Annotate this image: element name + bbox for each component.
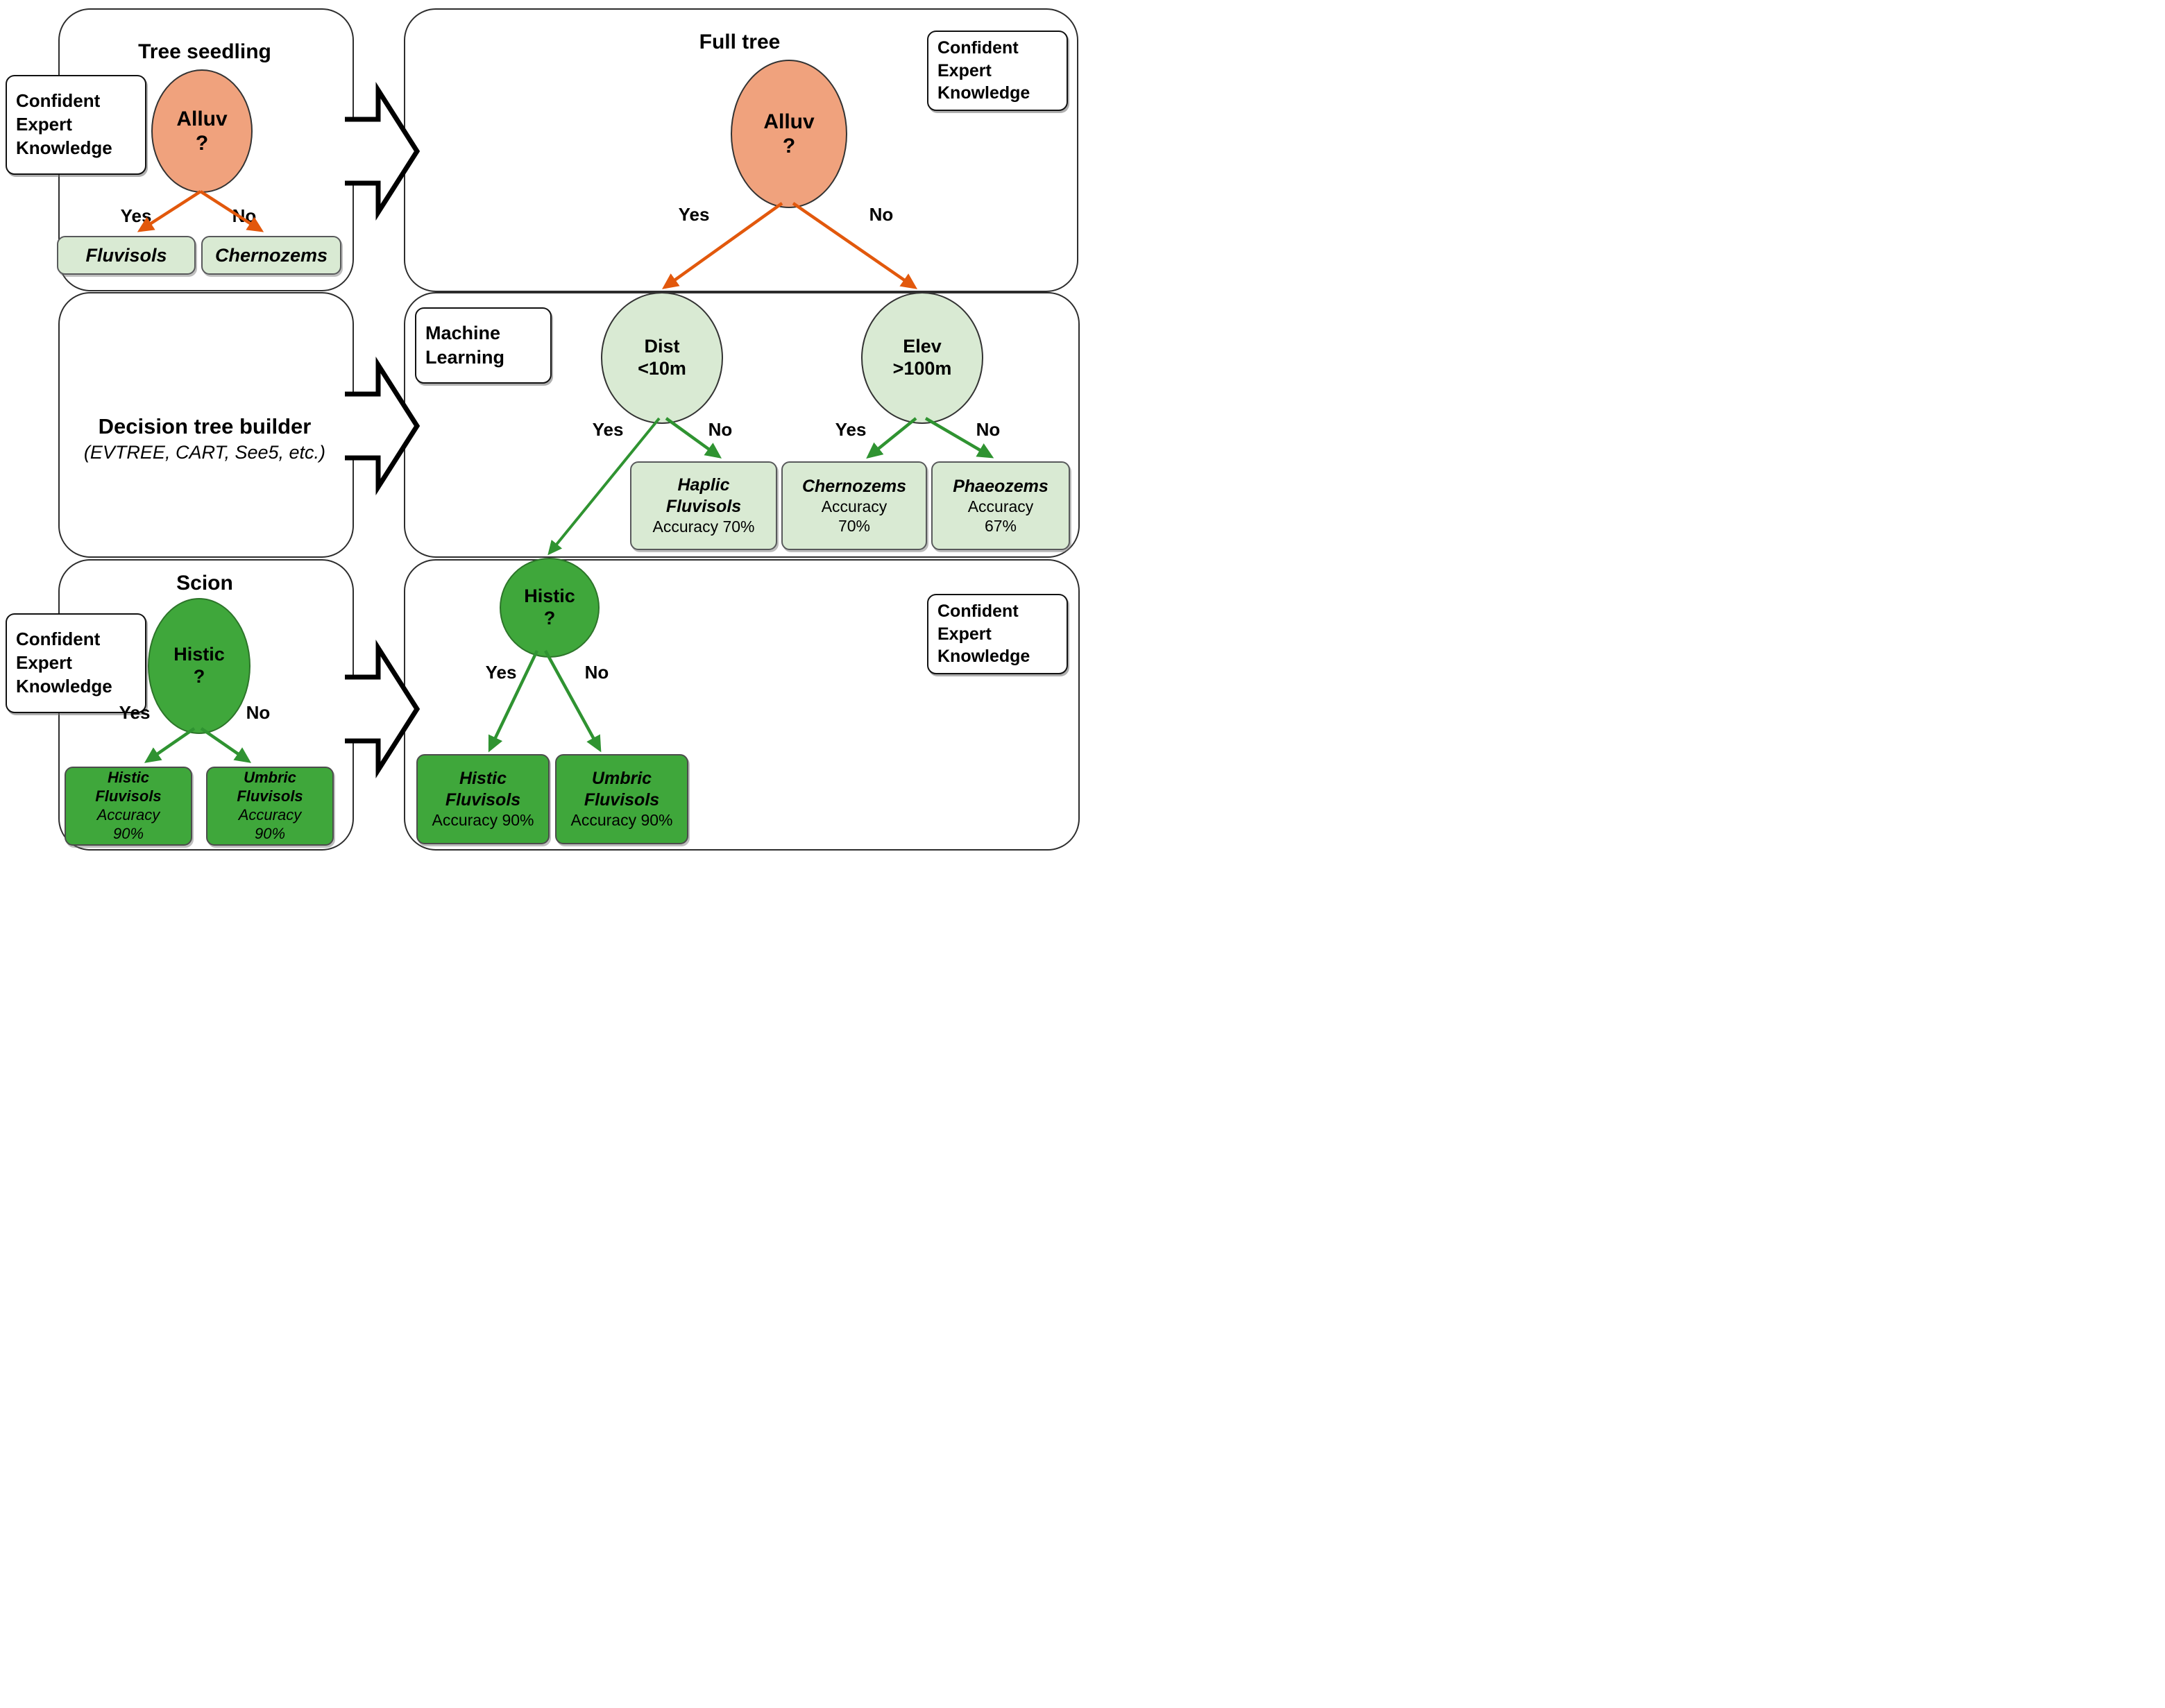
yes-label-grafted: Yes: [485, 662, 517, 683]
leaf-haplic-fluvisols: Haplic Fluvisols Accuracy 70%: [630, 461, 777, 550]
leaf-chernozems-ml: Chernozems Accuracy 70%: [781, 461, 927, 550]
leaf-umbric-fluvisols-grafted: Umbric Fluvisols Accuracy 90%: [555, 754, 688, 844]
leaf-accuracy: Accuracy: [967, 497, 1034, 516]
yes-label-scion: Yes: [119, 702, 151, 723]
leaf-name-line: Fluvisols: [584, 789, 660, 810]
leaf-accuracy-value: 67%: [984, 517, 1017, 536]
leaf-accuracy: Accuracy: [238, 806, 302, 823]
panel-decision-tree-builder: [58, 292, 354, 558]
no-label-scion: No: [246, 702, 271, 723]
title-scion: Scion: [176, 572, 233, 595]
node-alluv-label: Alluv: [763, 110, 815, 133]
leaf-accuracy-value: 90%: [112, 824, 144, 842]
leaf-histic-fluvisols-grafted: Histic Fluvisols Accuracy 90%: [416, 754, 550, 844]
cek-line: Confident: [16, 90, 101, 112]
leaf-fluvisols-label: Fluvisols: [85, 244, 167, 266]
ml-label-line: Learning: [425, 347, 505, 368]
leaf-accuracy-value: 70%: [838, 517, 871, 536]
cek-line: Knowledge: [16, 675, 112, 697]
node-elev-threshold: >100m: [892, 358, 952, 379]
subtitle-decision-tree-builder: (EVTREE, CART, See5, etc.): [83, 442, 326, 463]
cek-line: Expert: [16, 114, 72, 135]
node-histic-label: Histic: [524, 586, 575, 607]
leaf-name-line: Fluvisols: [237, 787, 303, 805]
leaf-name-line: Chernozems: [801, 476, 907, 496]
node-histic-grafted: Histic ?: [500, 558, 600, 658]
title-decision-tree-builder: Decision tree builder: [98, 414, 312, 438]
leaf-name-line: Umbric: [244, 769, 296, 787]
diagram-canvas: Tree seedling Confident Expert Knowledge…: [0, 0, 1082, 854]
leaf-name-line: Histic: [108, 769, 149, 787]
node-elev-100m: Elev >100m: [861, 292, 983, 424]
leaf-accuracy: Accuracy: [96, 806, 160, 823]
leaf-name-line: Umbric: [591, 769, 652, 789]
yes-label-full-tree: Yes: [678, 204, 710, 225]
node-dist-label: Dist: [644, 336, 680, 357]
node-dist-10m: Dist <10m: [601, 292, 723, 424]
cek-line: Confident: [16, 629, 101, 650]
leaf-phaeozems: Phaeozems Accuracy 67%: [931, 461, 1070, 550]
cek-line: Knowledge: [16, 137, 112, 158]
leaf-fluvisols: Fluvisols: [57, 236, 196, 275]
confident-expert-knowledge-box-full-tree: Confident Expert Knowledge: [927, 31, 1068, 111]
cek-line: Knowledge: [937, 83, 1030, 103]
leaf-accuracy-value: 90%: [254, 824, 286, 842]
leaf-histic-fluvisols-scion: Histic Fluvisols Accuracy 90%: [65, 767, 192, 846]
leaf-umbric-fluvisols-scion: Umbric Fluvisols Accuracy 90%: [206, 767, 334, 846]
leaf-name-line: Fluvisols: [445, 789, 521, 810]
cek-line: Knowledge: [937, 647, 1030, 667]
no-label-elev: No: [976, 419, 1001, 440]
node-alluv-full-tree: Alluv ?: [731, 60, 847, 208]
confident-expert-knowledge-box-scion: Confident Expert Knowledge: [6, 613, 146, 713]
leaf-chernozems-label: Chernozems: [214, 244, 328, 266]
no-label-dist: No: [708, 419, 733, 440]
leaf-accuracy: Accuracy 90%: [432, 811, 534, 830]
leaf-name-line: Haplic: [677, 475, 730, 495]
leaf-name-line: Fluvisols: [95, 787, 162, 805]
node-histic-label: Histic: [173, 644, 225, 665]
leaf-name-line: Fluvisols: [665, 496, 742, 516]
leaf-accuracy: Accuracy 70%: [652, 518, 755, 536]
node-alluv-seedling: Alluv ?: [151, 69, 253, 193]
leaf-accuracy: Accuracy 90%: [570, 811, 673, 830]
node-dist-threshold: <10m: [638, 358, 686, 379]
node-elev-label: Elev: [903, 336, 942, 357]
cek-line: Confident: [937, 601, 1019, 622]
yes-label-dist: Yes: [592, 419, 624, 440]
no-label-grafted: No: [584, 662, 609, 683]
leaf-accuracy: Accuracy: [821, 497, 888, 516]
node-histic-scion: Histic ?: [148, 598, 251, 734]
no-label-full-tree: No: [869, 204, 894, 225]
yes-label-elev: Yes: [835, 419, 867, 440]
leaf-name-line: Phaeozems: [953, 476, 1048, 496]
machine-learning-box: Machine Learning: [415, 307, 552, 384]
confident-expert-knowledge-box-seedling: Confident Expert Knowledge: [6, 75, 146, 175]
question-mark: ?: [195, 132, 209, 155]
title-full-tree: Full tree: [699, 31, 781, 53]
leaf-name-line: Histic: [459, 769, 507, 789]
cek-line: Expert: [937, 624, 992, 644]
question-mark: ?: [543, 608, 556, 629]
cek-line: Expert: [937, 60, 992, 80]
cek-line: Expert: [16, 652, 72, 674]
no-label-seedling: No: [232, 205, 257, 226]
cek-line: Confident: [937, 38, 1019, 58]
yes-label-seedling: Yes: [120, 205, 152, 226]
node-alluv-label: Alluv: [176, 107, 228, 130]
ml-label-line: Machine: [425, 322, 501, 343]
title-tree-seedling: Tree seedling: [138, 40, 271, 63]
leaf-chernozems-seedling: Chernozems: [201, 236, 341, 275]
question-mark: ?: [193, 666, 205, 687]
confident-expert-knowledge-box-grafted: Confident Expert Knowledge: [927, 594, 1068, 674]
question-mark: ?: [782, 135, 796, 157]
